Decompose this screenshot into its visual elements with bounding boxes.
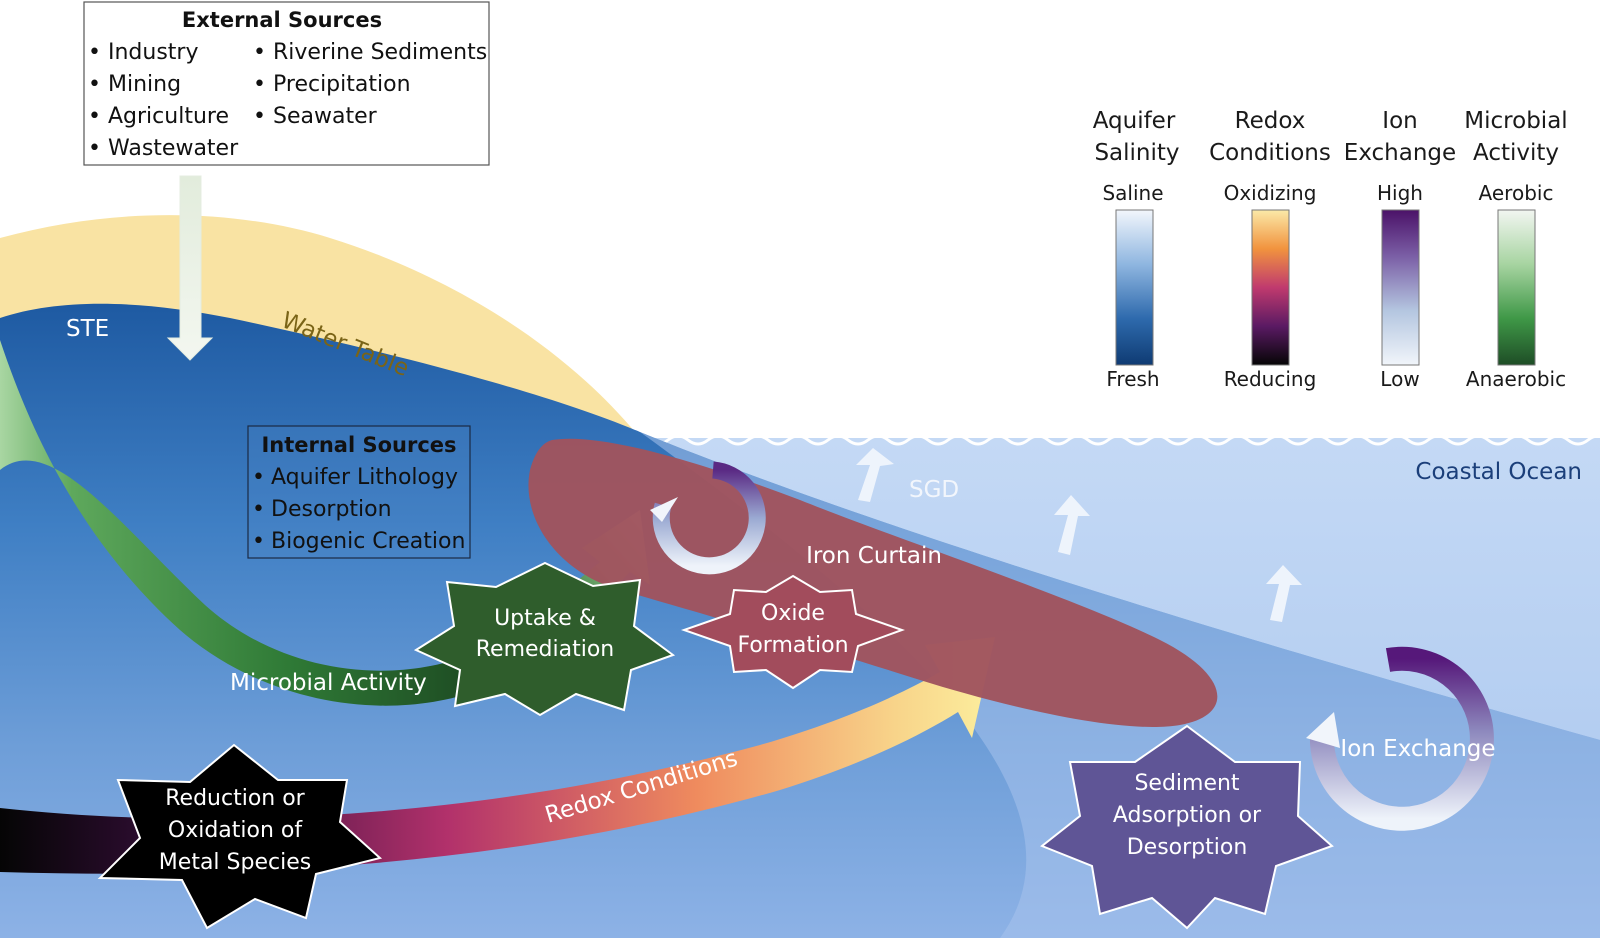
sgd-arrow-2 — [1054, 495, 1090, 555]
legend-top-label: Saline — [1102, 181, 1163, 205]
legend-title: Activity — [1473, 140, 1559, 166]
external-bullet: • — [253, 72, 266, 97]
internal-bullet: • — [252, 529, 265, 554]
legend-top-label: Aerobic — [1479, 181, 1554, 205]
legend-title: Aquifer — [1093, 108, 1176, 134]
external-source-item: Precipitation — [273, 72, 411, 97]
reduction-oxidation-star: Reduction or Oxidation of Metal Species — [97, 743, 383, 930]
process-label: Metal Species — [159, 850, 311, 875]
internal-bullet: • — [252, 497, 265, 522]
external-bullet: • — [88, 40, 101, 65]
external-sources-box: External Sources • Industry • Mining • A… — [83, 1, 490, 166]
legend-salinity: Aquifer Salinity Saline Fresh — [1093, 108, 1180, 391]
external-bullet: • — [253, 40, 266, 65]
ion-exchange-arrowhead — [1306, 712, 1340, 748]
external-bullet: • — [88, 104, 101, 129]
sgd-label: SGD — [909, 477, 959, 503]
oxide-formation-star: Oxide Formation — [680, 574, 905, 690]
legend-title: Ion — [1382, 108, 1417, 134]
ste-label: STE — [66, 316, 109, 342]
legend-top-label: High — [1377, 181, 1423, 205]
external-source-item: Riverine Sediments — [273, 40, 487, 65]
iron-curtain-zone — [528, 438, 1218, 727]
microbial-activity-band — [0, 340, 480, 706]
cycle-arrow-small — [652, 461, 766, 575]
legend-title: Salinity — [1094, 140, 1179, 166]
legend-title: Exchange — [1344, 140, 1456, 166]
internal-bullet: • — [252, 465, 265, 490]
legend-title: Conditions — [1209, 140, 1331, 166]
sgd-arrows — [856, 448, 1302, 622]
internal-source-item: Biogenic Creation — [271, 529, 465, 554]
redox-conditions-band — [0, 637, 995, 874]
process-label: Uptake & — [494, 606, 596, 631]
process-label: Adsorption or — [1113, 803, 1262, 828]
legend: Aquifer Salinity Saline Fresh Redox Cond… — [1093, 108, 1568, 391]
external-source-item: Mining — [108, 72, 181, 97]
legend-title: Redox — [1235, 108, 1306, 134]
process-label: Desorption — [1127, 835, 1248, 860]
legend-bar-salinity — [1115, 209, 1154, 366]
iron-curtain-label: Iron Curtain — [806, 543, 942, 569]
external-sources-title: External Sources — [182, 8, 382, 32]
legend-top-label: Oxidizing — [1224, 181, 1317, 205]
process-label: Oxidation of — [168, 818, 303, 843]
external-source-item: Wastewater — [108, 136, 239, 161]
sgd-arrow-1 — [856, 448, 894, 502]
ion-exchange-cycle — [1309, 646, 1494, 831]
legend-title: Microbial — [1464, 108, 1567, 134]
sediment-adsorption-star: Sediment Adsorption or Desorption — [1040, 724, 1334, 930]
process-label: Remediation — [476, 637, 615, 662]
internal-sources-box: Internal Sources • Aquifer Lithology • D… — [247, 425, 471, 559]
microbial-activity-label: Microbial Activity — [230, 670, 427, 696]
process-label: Formation — [737, 633, 848, 658]
legend-bar-microbial — [1497, 209, 1536, 366]
ion-exchange-label: Ion Exchange — [1340, 736, 1495, 762]
legend-redox: Redox Conditions Oxidizing Reducing — [1209, 108, 1331, 391]
legend-bottom-label: Fresh — [1106, 367, 1159, 391]
external-source-item: Agriculture — [108, 104, 229, 129]
internal-sources-title: Internal Sources — [261, 433, 456, 457]
external-bullet: • — [88, 136, 101, 161]
cycle-arrowhead-small — [650, 497, 678, 522]
legend-bottom-label: Reducing — [1224, 367, 1317, 391]
external-bullet: • — [253, 104, 266, 129]
legend-bar-ion-exchange — [1381, 209, 1420, 366]
legend-ion-exchange: Ion Exchange High Low — [1344, 108, 1456, 391]
external-input-arrow — [166, 175, 214, 361]
legend-bottom-label: Low — [1380, 367, 1419, 391]
legend-bottom-label: Anaerobic — [1466, 367, 1566, 391]
sgd-arrow-3 — [1266, 565, 1302, 622]
ocean-wave-surface — [627, 434, 1600, 446]
legend-bar-redox — [1251, 209, 1290, 366]
internal-source-item: Desorption — [271, 497, 392, 522]
internal-source-item: Aquifer Lithology — [271, 465, 458, 490]
legend-microbial: Microbial Activity Aerobic Anaerobic — [1464, 108, 1567, 391]
external-source-item: Seawater — [273, 104, 378, 129]
external-source-item: Industry — [108, 40, 199, 65]
external-bullet: • — [88, 72, 101, 97]
uptake-remediation-star: Uptake & Remediation — [413, 561, 676, 717]
process-label: Sediment — [1134, 771, 1239, 796]
coastal-ocean-label: Coastal Ocean — [1415, 459, 1582, 485]
process-label: Oxide — [761, 601, 825, 626]
process-label: Reduction or — [165, 786, 305, 811]
